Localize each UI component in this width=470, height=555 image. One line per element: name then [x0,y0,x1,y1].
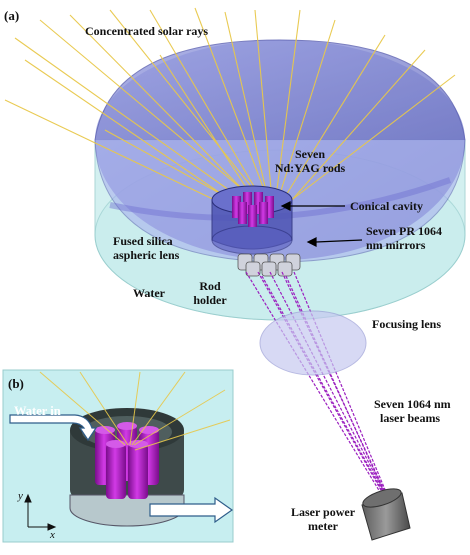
mirrors-label-line2: nm mirrors [366,238,426,252]
focusing-lens-label: Focusing lens [372,317,442,331]
lens-label-line2: aspheric lens [113,248,180,262]
meter-label-line1: Laser power [290,505,356,519]
holder-label-line2: holder [193,293,227,307]
laser-beams [245,271,387,493]
rods-label-line1: Seven [295,147,325,161]
inset-panel [2,369,234,543]
beams-label-line2: laser beams [380,411,441,425]
water-label: Water [133,286,165,300]
rods-label: Seven [290,148,330,161]
lens-label-line1: Fused silica [113,234,173,248]
solar-rays-label: Concentrated solar rays [85,24,209,38]
meter-label-line2: meter [308,519,338,533]
holder-label-line1: Rod [199,279,221,293]
beams-label-line1: Seven 1064 nm [374,397,451,411]
water-out-label: Water out [156,503,210,517]
panel-b-label: (b) [8,376,24,391]
nd-yag-rods [232,192,274,227]
laser-power-meter [361,488,411,541]
water-in-label: Water in [14,404,61,418]
axis-y-label: y [18,490,23,502]
axis-x-label: x [50,529,55,541]
pr-mirrors-holder [237,253,301,277]
focusing-lens [259,310,367,376]
mirrors-label-line1: Seven PR 1064 [366,224,442,238]
rods-label-line2: Nd:YAG rods [274,161,346,175]
conical-cavity-label: Conical cavity [350,199,423,213]
rods-label-2: Nd:YAG rods [268,162,352,175]
panel-a-label: (a) [4,8,20,23]
callout-arrows [280,201,363,247]
